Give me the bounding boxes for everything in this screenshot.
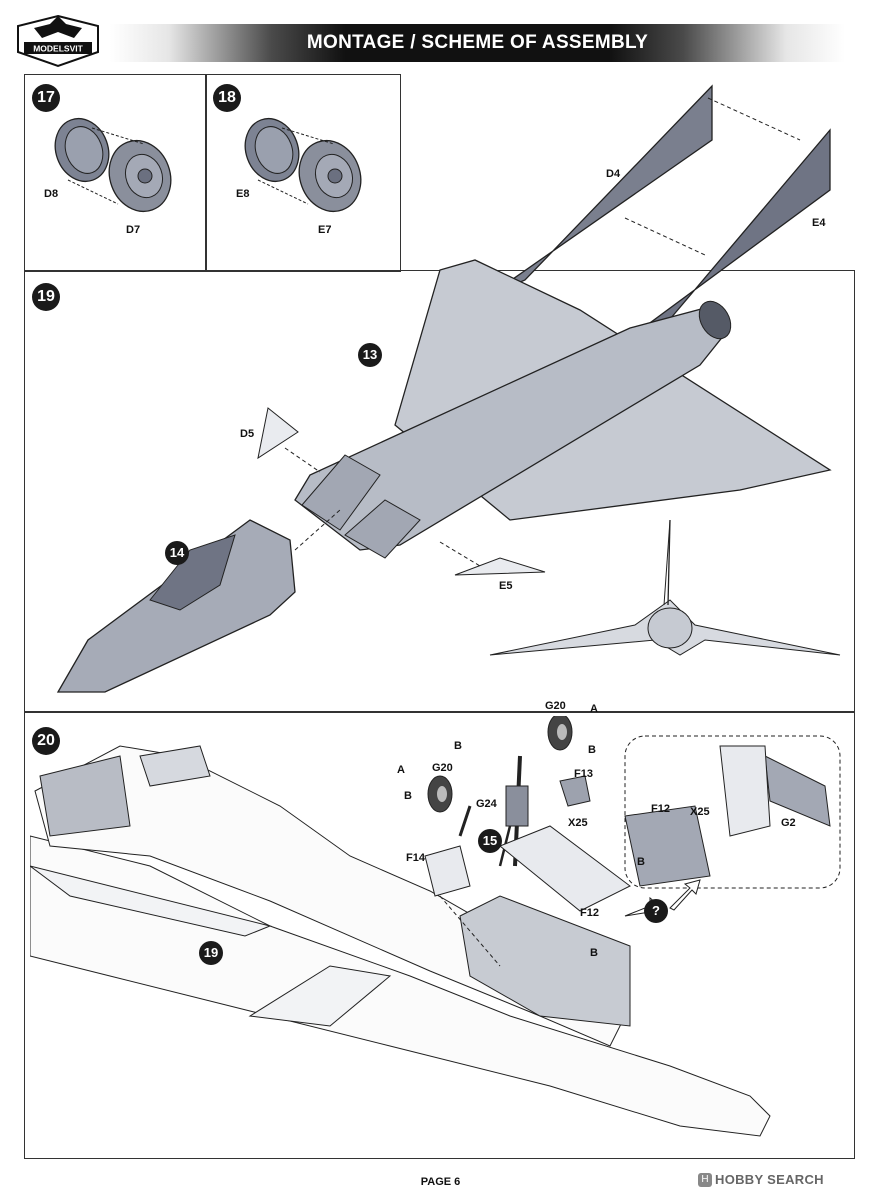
part-label-f14: F14 xyxy=(406,852,425,864)
step-number-19: 19 xyxy=(32,283,60,311)
part-label-e8: E8 xyxy=(236,188,250,200)
part-label-f12-main: F12 xyxy=(580,907,599,919)
wheel-assembly-17-diagram xyxy=(54,117,172,213)
modelsvit-logo: MODELSVIT xyxy=(17,14,99,68)
step-17-frame xyxy=(24,74,207,272)
part-label-g24: G24 xyxy=(476,798,497,810)
part-label-e4: E4 xyxy=(812,217,826,229)
sub-step-ref-15: 15 xyxy=(478,829,502,853)
part-label-b-door: B xyxy=(590,947,598,959)
part-label-f12-detail: F12 xyxy=(651,803,670,815)
part-label-d4: D4 xyxy=(606,168,621,180)
sub-step-ref-14: 14 xyxy=(165,541,189,565)
watermark: HOBBY SEARCH xyxy=(715,1172,824,1187)
nose-gear-assembly-20-diagram xyxy=(30,716,841,1137)
part-label-d7: D7 xyxy=(126,224,141,236)
logo-text: MODELSVIT xyxy=(33,44,83,54)
part-label-e7: E7 xyxy=(318,224,332,236)
wheel-assembly-18-diagram xyxy=(244,117,362,213)
part-label-e5: E5 xyxy=(499,580,513,592)
sub-step-ref-19: 19 xyxy=(199,941,223,965)
part-label-g20-lower: G20 xyxy=(432,762,453,774)
page-number: PAGE 6 xyxy=(420,1176,461,1188)
part-label-g20-upper: G20 xyxy=(545,700,566,712)
part-label-f13: F13 xyxy=(574,768,593,780)
part-label-a-lower: A xyxy=(397,764,405,776)
part-label-b-detail: B xyxy=(637,856,645,868)
step-20-frame xyxy=(24,712,855,1159)
sub-step-ref-13: 13 xyxy=(358,343,382,367)
step-number-20: 20 xyxy=(32,727,60,755)
title-banner xyxy=(110,24,845,62)
part-label-a-upper: A xyxy=(590,703,598,715)
part-label-g2: G2 xyxy=(781,817,796,829)
hint-icon: ? xyxy=(644,899,668,923)
fuselage-assembly-19-diagram xyxy=(56,84,841,693)
part-label-d5: D5 xyxy=(240,428,255,440)
page-title: MONTAGE / SCHEME OF ASSEMBLY xyxy=(306,32,649,53)
part-label-b-arm: B xyxy=(454,740,462,752)
part-label-x25-detail: X25 xyxy=(690,806,710,818)
hobbysearch-icon: H xyxy=(698,1173,712,1187)
part-label-b-lower: B xyxy=(404,790,412,802)
step-number-17: 17 xyxy=(32,84,60,112)
step-number-18: 18 xyxy=(213,84,241,112)
step-18-frame xyxy=(205,74,401,272)
part-label-d8: D8 xyxy=(44,188,59,200)
part-label-b-upper: B xyxy=(588,744,596,756)
part-label-x25-main: X25 xyxy=(568,817,588,829)
